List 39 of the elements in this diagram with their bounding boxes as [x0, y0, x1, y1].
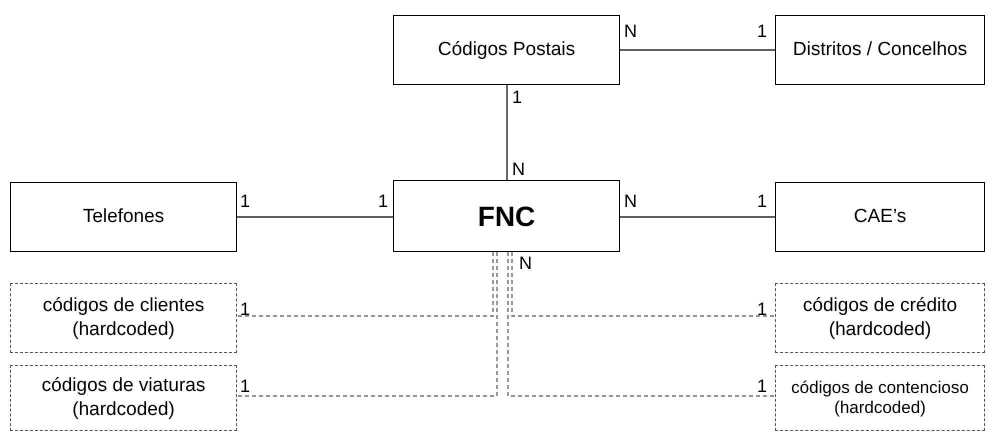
- entity-box: [775, 15, 985, 85]
- dashed-entity-box: [10, 365, 237, 431]
- connector: [620, 49, 775, 51]
- cardinality-label: N: [624, 22, 637, 40]
- entity-name: Distritos / Concelhos: [792, 38, 968, 62]
- connector: [620, 216, 775, 218]
- entity-name: códigos de viaturas (hardcoded): [40, 374, 206, 422]
- dashed-connector: [511, 252, 775, 317]
- entity-name: CAE’s: [852, 205, 908, 229]
- dashed-entity-box: [775, 283, 985, 353]
- entity-name: códigos de clientes (hardcoded): [42, 294, 206, 342]
- cardinality-label: 1: [757, 300, 768, 318]
- entity-box: [393, 180, 620, 252]
- entity-name: códigos de contencioso (hardcoded): [790, 378, 970, 418]
- cardinality-label: 1: [378, 192, 388, 210]
- cardinality-label: 1: [240, 377, 250, 395]
- entity-name: FNC: [478, 200, 536, 234]
- entity-box: [775, 182, 985, 252]
- dashed-connector: [237, 252, 498, 397]
- cardinality-label: 1: [240, 192, 250, 210]
- connector: [237, 216, 393, 218]
- entity-box: [393, 15, 620, 85]
- connector: [506, 85, 508, 180]
- dashed-connector: [237, 252, 494, 317]
- cardinality-label: 1: [757, 22, 768, 40]
- cardinality-label: N: [512, 160, 525, 178]
- entity-name: códigos de crédito (hardcoded): [802, 294, 958, 342]
- cardinality-label: 1: [757, 192, 768, 210]
- entity-box: [10, 182, 237, 252]
- dashed-entity-box: [10, 283, 237, 353]
- entity-name: Códigos Postais: [436, 38, 576, 62]
- cardinality-label: N: [519, 254, 532, 272]
- entity-name: Telefones: [82, 205, 166, 229]
- cardinality-label: 1: [512, 88, 522, 106]
- cardinality-label: N: [624, 192, 637, 210]
- cardinality-label: 1: [757, 377, 768, 395]
- cardinality-label: 1: [240, 300, 250, 318]
- dashed-connector: [507, 252, 775, 397]
- dashed-entity-box: [775, 365, 985, 431]
